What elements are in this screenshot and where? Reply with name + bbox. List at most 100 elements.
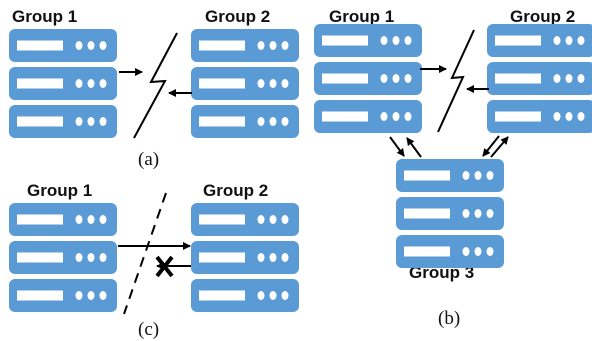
status-light [474,209,482,218]
status-light [257,291,265,300]
status-light [281,117,289,126]
status-light [565,74,573,83]
server-rack-icon [9,279,117,312]
status-light [380,74,388,83]
status-light [281,291,289,300]
panel-b-group-1-label: Group 1 [329,7,394,26]
status-light [99,117,107,126]
status-light [87,41,95,50]
drive-slot [199,40,245,51]
panel-a-group-1-servers [9,29,117,138]
drive-slot [322,35,368,46]
status-light [257,79,265,88]
status-light [380,36,388,45]
status-light [462,171,470,180]
server-rack-icon [9,29,117,62]
status-light [87,253,95,262]
panel-a-caption: (a) [138,149,159,170]
status-light [99,253,107,262]
drive-slot [495,111,541,122]
server-rack-icon [314,24,422,57]
panel-b-arrow-g3-to-g2 [490,136,509,158]
status-light [269,215,277,224]
drive-slot [199,290,245,301]
status-light [269,253,277,262]
drive-slot [322,73,368,84]
status-light [75,253,83,262]
status-light [257,215,265,224]
status-light [553,74,561,83]
panel-c-group-2-label: Group 2 [203,181,268,200]
status-light [462,247,470,256]
drive-slot [199,116,245,127]
status-light [99,41,107,50]
status-light [99,291,107,300]
status-light [392,36,400,45]
status-light [87,291,95,300]
panel-b-arrow-g3-to-g1 [406,137,422,158]
server-rack-icon [191,105,299,138]
status-light [380,112,388,121]
panel-b-group-1-servers [314,24,422,133]
panel-b-group-2-label: Group 2 [510,7,575,26]
status-light [577,36,585,45]
drive-slot [199,78,245,89]
drive-slot [404,208,450,219]
status-light [87,117,95,126]
drive-slot [495,35,541,46]
panel-c-caption: (c) [138,319,159,340]
panel-b: Group 1 Group 2 Group 3 (b) [314,7,592,329]
status-light [99,79,107,88]
drive-slot [17,252,63,263]
status-light [462,209,470,218]
drive-slot [495,73,541,84]
status-light [553,36,561,45]
status-light [392,112,400,121]
status-light [75,117,83,126]
drive-slot [17,214,63,225]
drive-slot [404,170,450,181]
status-light [281,253,289,262]
status-light [474,171,482,180]
status-light [269,291,277,300]
panel-c-group-1-servers [9,203,117,312]
server-rack-icon [487,24,592,57]
server-rack-icon [9,203,117,236]
status-light [486,209,494,218]
status-light [75,79,83,88]
status-light [486,171,494,180]
server-rack-icon [9,105,117,138]
panel-b-arrow-g1-to-g3 [389,136,405,157]
status-light [75,215,83,224]
status-light [87,79,95,88]
drive-slot [199,252,245,263]
status-light [281,215,289,224]
server-rack-icon [314,100,422,133]
server-rack-icon [191,241,299,274]
server-rack-icon [314,62,422,95]
status-light [269,117,277,126]
server-rack-icon [191,203,299,236]
status-light [257,117,265,126]
panel-c-blocked-x-icon [155,255,174,278]
status-light [404,36,412,45]
panel-a-group-1-label: Group 1 [12,7,77,26]
panel-a-group-2-servers [191,29,299,138]
panel-c-group-2-servers [191,203,299,312]
server-rack-icon [487,100,592,133]
panel-c-group-1-label: Group 1 [27,181,92,200]
status-light [269,79,277,88]
status-light [269,41,277,50]
status-light [75,291,83,300]
server-rack-icon [487,62,592,95]
status-light [404,74,412,83]
server-rack-icon [396,159,504,192]
drive-slot [17,78,63,89]
server-rack-icon [191,67,299,100]
server-rack-icon [191,29,299,62]
server-rack-icon [396,235,504,268]
server-rack-icon [9,67,117,100]
status-light [577,74,585,83]
status-light [553,112,561,121]
